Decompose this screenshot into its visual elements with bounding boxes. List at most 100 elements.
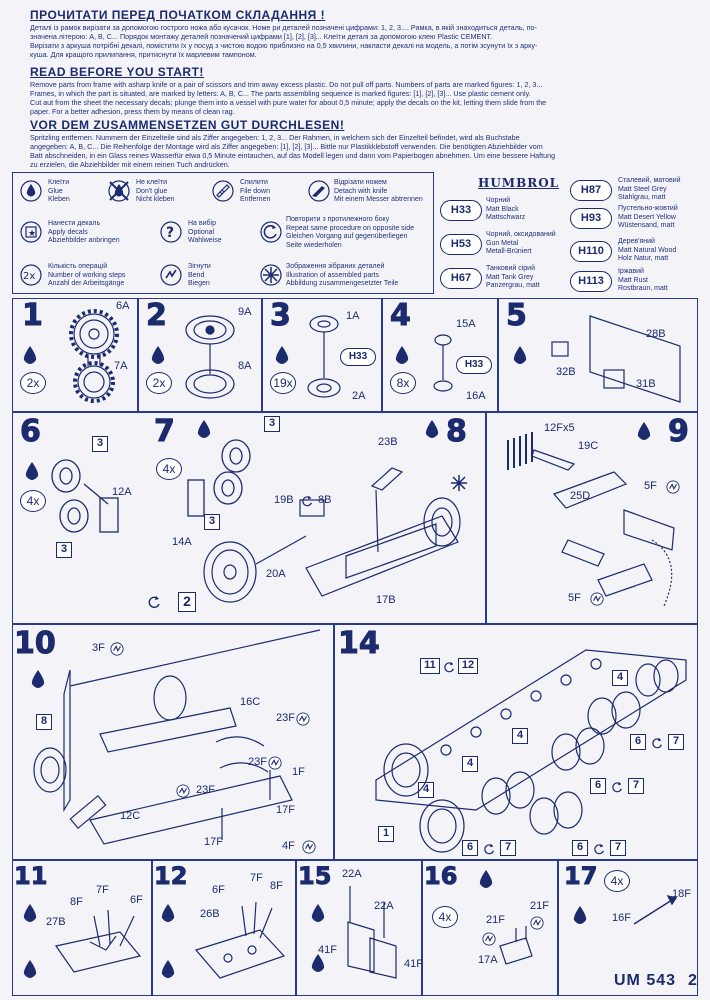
step-ref-box: 6 [590, 778, 606, 794]
part-label: 23F [196, 784, 215, 796]
legend-line: Не клеїти [136, 179, 168, 186]
step-16-panel [422, 860, 558, 996]
de-line: Batt abschneiden, in ein Glass reines Wa… [30, 151, 556, 160]
step-number: 3 [270, 298, 292, 334]
part-label: 5F [568, 592, 581, 604]
glue-drop-icon [394, 346, 410, 366]
step-6-7-8-panel [12, 412, 486, 624]
step-number: 9 [668, 414, 690, 450]
legend-line: Gleichen Vorgang auf gegenüberliegen [286, 233, 408, 240]
part-label: 19C [578, 440, 599, 452]
part-label: 12C [120, 810, 141, 822]
part-label: 4F [282, 840, 295, 852]
legend-line: Seite wiederholen [286, 241, 342, 249]
step-5-panel [498, 298, 698, 412]
legend-line: Illustration of assembled parts [286, 271, 379, 279]
paint-line: Matt Tank Grey [486, 273, 534, 281]
glue-drop-icon [196, 420, 212, 440]
step-ref-box: 3 [56, 542, 72, 558]
legend-line: Abziehbilder anbringen [48, 237, 120, 244]
de-line: angegeben: A, B, C... Die Reihenfolge de… [30, 142, 543, 151]
bend-icon [482, 932, 496, 946]
paint-callout: H33 [340, 348, 376, 366]
step-number: 6 [20, 414, 42, 450]
glue-drop-icon [310, 904, 326, 924]
part-drawing [54, 909, 142, 973]
de-title: VOR DEM ZUSAMMENSETZEN GUT DURCHLESEN! [30, 118, 345, 132]
step-ref-box: 4 [512, 728, 528, 744]
part-label: 7F [96, 884, 109, 896]
part-label: 8F [70, 896, 83, 908]
part-label: 41F [404, 958, 423, 970]
paint-code-h33: H33 [440, 200, 482, 221]
part-label: 1A [346, 310, 360, 322]
times-badge: 2x [146, 372, 172, 394]
step-10-panel [12, 624, 334, 860]
times-badge: 19x [270, 372, 296, 394]
step-number: 8 [446, 414, 468, 450]
step-number: 11 [13, 862, 48, 891]
ua-line: Деталі із рамок вирізати за допомогою го… [30, 23, 537, 32]
step-17-panel [558, 860, 698, 996]
step-ref-box: 3 [92, 436, 108, 452]
step-4-panel [382, 298, 498, 412]
part-label: 6A [116, 300, 130, 312]
times-badge: 8x [390, 372, 416, 394]
assembled-icon [448, 472, 470, 494]
step-ref-box: 11 [420, 658, 440, 674]
part-label: 3F [92, 642, 105, 654]
paint-line: Gun Metal [486, 239, 519, 247]
step-ref-box: 3 [264, 416, 280, 432]
paint-code-h93: H93 [570, 208, 612, 229]
legend-line: Кількість операцій [48, 263, 108, 270]
step-ref-box: 6 [630, 734, 646, 750]
paint-line: Чорний [486, 197, 511, 204]
en-line: Remove parts from frame with asharp knif… [30, 80, 543, 89]
assembled-icon [260, 264, 282, 286]
suspension-drawing [203, 467, 461, 603]
ua-line: Вирізати з аркуша потрібні декалі, поміс… [30, 41, 538, 50]
roadwheel-drawing [307, 315, 341, 398]
step-ref-box: 4 [612, 670, 628, 686]
part-label: 16F [612, 912, 631, 924]
part-label: 23F [276, 712, 295, 724]
part-label: 32B [556, 366, 576, 378]
part-drawing [499, 926, 533, 965]
part-label: 22A [342, 868, 362, 880]
part-label: 31B [636, 378, 656, 390]
paint-line: Сталевий, матовий [618, 177, 681, 184]
legend-line: Biegen [188, 280, 210, 287]
ua-paragraph: Деталі із рамок вирізати за допомогою го… [30, 23, 700, 59]
part-drawing [194, 901, 286, 979]
svg-text:?: ? [166, 225, 174, 241]
part-label: 20A [266, 568, 286, 580]
part-label: 23B [378, 436, 398, 448]
step-12-panel [152, 860, 296, 996]
legend-line: Клеїти [48, 179, 70, 186]
glue-drop-icon [572, 906, 588, 926]
de-line: zu erzielen, die Abziehbilder mit einem … [30, 160, 230, 169]
step-ref-box: 4 [462, 756, 478, 772]
paint-line: Дерев'яний [618, 238, 655, 245]
glue-drop-icon [150, 346, 166, 366]
part-label: 9A [238, 306, 252, 318]
step-2-panel [138, 298, 262, 412]
step-ref-box: 7 [610, 840, 626, 856]
paint-line: Matt Desert Yellow [618, 213, 676, 221]
fender-drawing [33, 629, 321, 845]
paint-code-h87: H87 [570, 180, 612, 201]
legend-line: Bend [188, 271, 205, 279]
legend-line: Apply decals [48, 228, 88, 236]
optional-icon: ? [160, 221, 182, 243]
paint-line: Rostbraun, matt [618, 285, 668, 292]
paint-line: Mattschwarz [486, 214, 526, 221]
en-line: Cut aut from the sheet the necessary dec… [30, 98, 547, 107]
part-label: 26B [200, 908, 220, 920]
glue-drop-icon [22, 960, 38, 980]
